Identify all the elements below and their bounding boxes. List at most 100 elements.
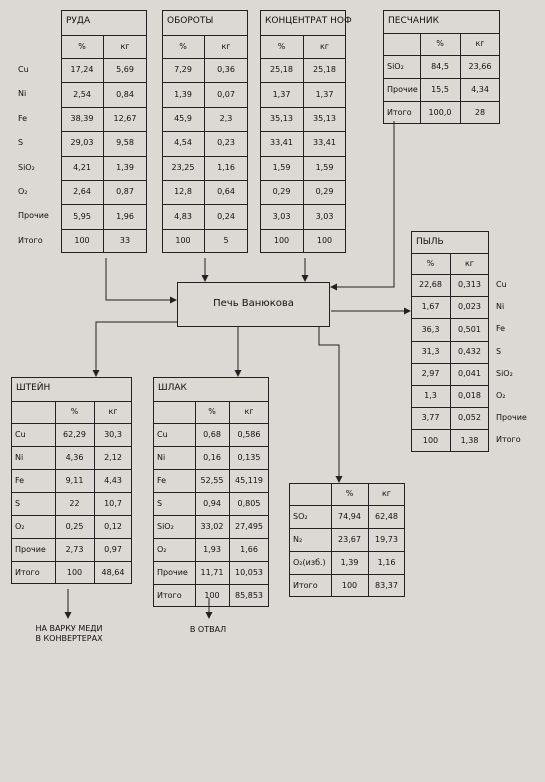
- concentrate-cell-pct: 1,37: [272, 89, 291, 99]
- slag-cell-label: S: [157, 498, 163, 508]
- dust-row-label: O₂: [496, 391, 506, 400]
- recycle-row-divider: [162, 204, 248, 206]
- gas-header-pct: %: [345, 489, 354, 498]
- concentrate-cell-kg: 1,37: [315, 89, 334, 99]
- recycle-cell-kg: 0,23: [217, 138, 235, 148]
- slag-cell-pct: 33,02: [200, 521, 224, 531]
- slag-cell-pct: 52,55: [200, 475, 224, 485]
- dust-row-label: Прочие: [496, 413, 527, 423]
- gas-cell-label: O₂(изб.): [293, 557, 326, 567]
- concentrate-cell-pct: 35,13: [270, 114, 293, 123]
- sand-cell-label: Итого: [387, 107, 412, 117]
- slag-cell-kg: 0,135: [237, 452, 261, 462]
- concentrate-row-divider: [260, 204, 346, 206]
- dust-row-label: Fe: [496, 324, 506, 334]
- matte-cell-kg: 2,12: [104, 452, 122, 462]
- ore-cell-kg: 33: [119, 236, 131, 245]
- arrow-furnace-to-matte: [92, 321, 177, 377]
- slag-cell-pct: 0,16: [203, 452, 221, 462]
- sand-table: [383, 10, 500, 124]
- sand-title-divider: [383, 33, 500, 34]
- concentrate-row-divider: [260, 131, 346, 133]
- recycle-cell-pct: 100: [175, 236, 191, 245]
- matte-row-divider: [11, 469, 132, 470]
- slag-cell-kg: 10,053: [235, 567, 263, 577]
- furnace-label: Печь Ванюкова: [213, 298, 294, 309]
- dust-cell-pct: 1,67: [421, 302, 440, 312]
- concentrate-cell-pct: 1,59: [272, 162, 291, 172]
- sand-cell-pct: 84,5: [431, 61, 449, 71]
- gas-cell-kg: 83,37: [375, 580, 398, 590]
- dust-row-divider: [411, 362, 489, 364]
- matte-cell-pct: 4,36: [65, 452, 84, 462]
- ore-row-label: Fe: [18, 113, 28, 123]
- gas-row-divider: [289, 551, 405, 552]
- matte-cell-label: O₂: [15, 521, 25, 531]
- ore-cell-pct: 38,39: [70, 114, 94, 123]
- furnace-box: [177, 282, 330, 327]
- ore-cell-pct: 29,03: [70, 138, 94, 148]
- dust-row-divider: [411, 407, 489, 409]
- gas-cell-label: SO₂: [293, 511, 308, 521]
- dust-row-label: Итого: [496, 435, 521, 445]
- gas-cell-label: N₂: [293, 534, 303, 544]
- recycle-cell-kg: 0,07: [217, 89, 235, 99]
- ore-cell-kg: 12,67: [113, 114, 137, 123]
- matte-cell-kg: 0,12: [104, 521, 122, 531]
- concentrate-column-divider: [303, 35, 304, 254]
- dust-cell-pct: 36,3: [421, 324, 440, 334]
- matte-table: [11, 377, 132, 584]
- ore-cell-kg: 1,96: [116, 211, 134, 221]
- slag-row-divider: [153, 469, 269, 470]
- recycle-column-divider: [204, 35, 205, 254]
- ore-cell-pct: 17,24: [70, 65, 94, 75]
- matte-cell-pct: 100: [66, 567, 83, 577]
- slag-row-divider: [153, 538, 269, 539]
- recycle-header-pct: %: [179, 41, 187, 51]
- concentrate-cell-kg: 35,13: [313, 114, 336, 123]
- concentrate-row-divider: [260, 180, 346, 181]
- concentrate-cell-kg: 33,41: [313, 138, 336, 148]
- concentrate-cell-kg: 0,29: [315, 187, 334, 197]
- slag-cell-pct: 100: [204, 590, 220, 600]
- recycle-cell-pct: 7,29: [174, 65, 192, 75]
- concentrate-row-divider: [260, 228, 346, 230]
- recycle-header-kg: кг: [221, 41, 231, 51]
- slag-header-pct: %: [208, 407, 216, 416]
- matte-row-divider: [11, 423, 132, 424]
- matte-row-divider: [11, 561, 132, 562]
- matte-cell-pct: 9,11: [65, 475, 84, 485]
- gas-cell-pct: 100: [341, 580, 358, 590]
- dust-title: ПЫЛЬ: [416, 237, 444, 247]
- matte-destination-line1: НА ВАРКУ МЕДИ: [35, 624, 103, 633]
- matte-cell-label: Cu: [15, 429, 26, 439]
- dust-cell-kg: 0,052: [458, 413, 481, 423]
- dust-cell-pct: 100: [422, 435, 439, 445]
- matte-title-divider: [11, 401, 132, 402]
- ore-cell-kg: 0,84: [116, 89, 134, 99]
- gas-cell-kg: 1,16: [377, 557, 396, 567]
- slag-cell-label: Cu: [157, 429, 168, 439]
- dust-row-label: Ni: [496, 302, 505, 312]
- dust-column-divider: [450, 253, 451, 452]
- sand-row-divider: [383, 55, 500, 56]
- slag-cell-label: Итого: [157, 590, 182, 600]
- slag-cell-label: Fe: [157, 475, 167, 485]
- slag-column-divider: [195, 401, 196, 607]
- concentrate-cell-kg: 3,03: [315, 211, 334, 221]
- gas-header-kg: кг: [381, 489, 392, 498]
- slag-row-divider: [153, 446, 269, 447]
- gas-cell-label: Итого: [293, 580, 318, 590]
- matte-cell-kg: 0,97: [104, 544, 122, 554]
- dust-cell-kg: 1,38: [460, 435, 479, 445]
- slag-title: ШЛАК: [158, 383, 187, 393]
- arrow-furnace-to-gas: [318, 327, 343, 483]
- slag-cell-label: Ni: [157, 452, 166, 462]
- concentrate-cell-kg: 1,59: [315, 162, 334, 172]
- arrow-ore-to-furnace: [105, 258, 177, 304]
- gas-column-divider: [331, 483, 332, 597]
- slag-row-divider: [153, 584, 269, 585]
- sand-cell-label: SiO₂: [387, 61, 404, 71]
- sand-header-kg: кг: [475, 39, 485, 48]
- matte-cell-kg: 48,64: [101, 567, 125, 577]
